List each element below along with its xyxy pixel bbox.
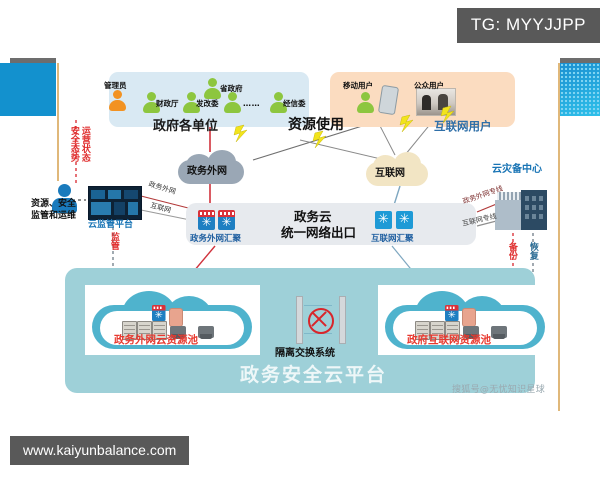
disaster-recovery-label: 云灾备中心 bbox=[492, 164, 542, 175]
restore-vertical-label: 恢复 bbox=[527, 242, 538, 260]
resource-pool-label-internet: 政府互联网资源池 bbox=[407, 334, 491, 346]
actor-label-public-user: 公众用户 bbox=[414, 81, 444, 90]
supervision-vertical-label: 监管 bbox=[108, 232, 119, 250]
actor-label-admin: 管理员 bbox=[104, 81, 127, 90]
switch-icon-internet-2 bbox=[396, 211, 413, 229]
actor-icon-operator bbox=[52, 184, 77, 213]
operator-label-line1: 资源、安全 bbox=[31, 199, 77, 209]
decor-fill-right bbox=[560, 63, 600, 116]
decor-divider-right-lower bbox=[558, 181, 560, 411]
link-label-internet: 互联网 bbox=[149, 201, 172, 215]
internet-users-label: 互联网用户 bbox=[434, 119, 492, 133]
cloud-internet: 互联网 bbox=[366, 152, 428, 186]
actor-icon-extra bbox=[224, 92, 241, 113]
actor-icon-admin bbox=[109, 90, 126, 111]
cloud-internet-label: 互联网 bbox=[375, 168, 405, 179]
cloud-monitor-platform-label: 云监管平台 bbox=[88, 220, 134, 230]
actor-label-mobile-user: 移动用户 bbox=[343, 81, 373, 90]
cloud-exit-title-line1: 政务云 bbox=[294, 209, 332, 224]
switch-icon-internet-1 bbox=[375, 211, 392, 229]
resource-pool-label-gov: 政务外网云资源池 bbox=[114, 334, 198, 346]
decor-bar-left bbox=[10, 58, 56, 63]
government-units-label: 政府各单位 bbox=[153, 119, 219, 134]
decor-block-right bbox=[560, 58, 600, 116]
resource-pool-cloud-internet: 政府互联网资源池 bbox=[385, 291, 545, 349]
decor-fill-left bbox=[0, 63, 56, 116]
actor-label-province: 省政府 bbox=[220, 84, 243, 93]
security-posture-vertical-label: 安全态势 bbox=[68, 126, 79, 162]
decor-divider-right bbox=[558, 63, 560, 181]
internet-aggregation-label: 互联网汇聚 bbox=[371, 234, 414, 244]
decor-block-left bbox=[0, 58, 56, 116]
operating-status-vertical-label: 运营状态 bbox=[79, 126, 90, 162]
gov-aggregation-label: 政务外网汇聚 bbox=[190, 234, 242, 244]
resource-usage-label: 资源使用 bbox=[288, 117, 344, 133]
cloud-gov-extranet: 政务外网 bbox=[178, 150, 244, 184]
actor-icon-econinfo bbox=[270, 92, 287, 113]
sohu-watermark: 搜狐号@无忧知识星球 bbox=[452, 385, 546, 395]
cloud-monitor-platform-screen bbox=[88, 186, 142, 220]
public-users-photo bbox=[416, 88, 456, 116]
actor-label-ndrc: 发改委 bbox=[196, 99, 219, 108]
actor-label-econinfo: 经信委 bbox=[283, 99, 306, 108]
actor-icon-mobile-user bbox=[357, 92, 374, 113]
cloud-exit-title-line2: 统一网络出口 bbox=[281, 225, 357, 240]
platform-title: 政务安全云平台 bbox=[240, 364, 388, 386]
actor-icon-ndrc bbox=[183, 92, 200, 113]
actor-icon-finance bbox=[143, 92, 160, 113]
isolation-exchange-icon bbox=[296, 296, 346, 344]
decor-bar-right bbox=[560, 58, 600, 63]
actor-icon-province bbox=[204, 78, 221, 99]
switch-icon-gov-2 bbox=[218, 210, 235, 230]
site-url-badge: www.kaiyunbalance.com bbox=[10, 436, 190, 465]
resource-pool-cloud-gov: 政务外网云资源池 bbox=[92, 291, 252, 349]
actor-ellipsis: …… bbox=[243, 99, 261, 108]
actor-label-finance: 财政厅 bbox=[156, 99, 179, 108]
backup-vertical-label: 备份 bbox=[506, 242, 517, 260]
link-label-gov-extranet: 政务外网 bbox=[147, 180, 177, 196]
isolation-exchange-label: 隔离交换系统 bbox=[275, 348, 335, 359]
tg-watermark-badge: TG: MYYJJPP bbox=[456, 8, 600, 43]
disaster-recovery-building-icon bbox=[495, 188, 547, 230]
operator-label-line2: 监管和运维 bbox=[31, 211, 77, 221]
cloud-gov-extranet-label: 政务外网 bbox=[187, 166, 227, 177]
switch-icon-gov-1 bbox=[198, 210, 215, 230]
decor-divider-left bbox=[57, 63, 59, 181]
